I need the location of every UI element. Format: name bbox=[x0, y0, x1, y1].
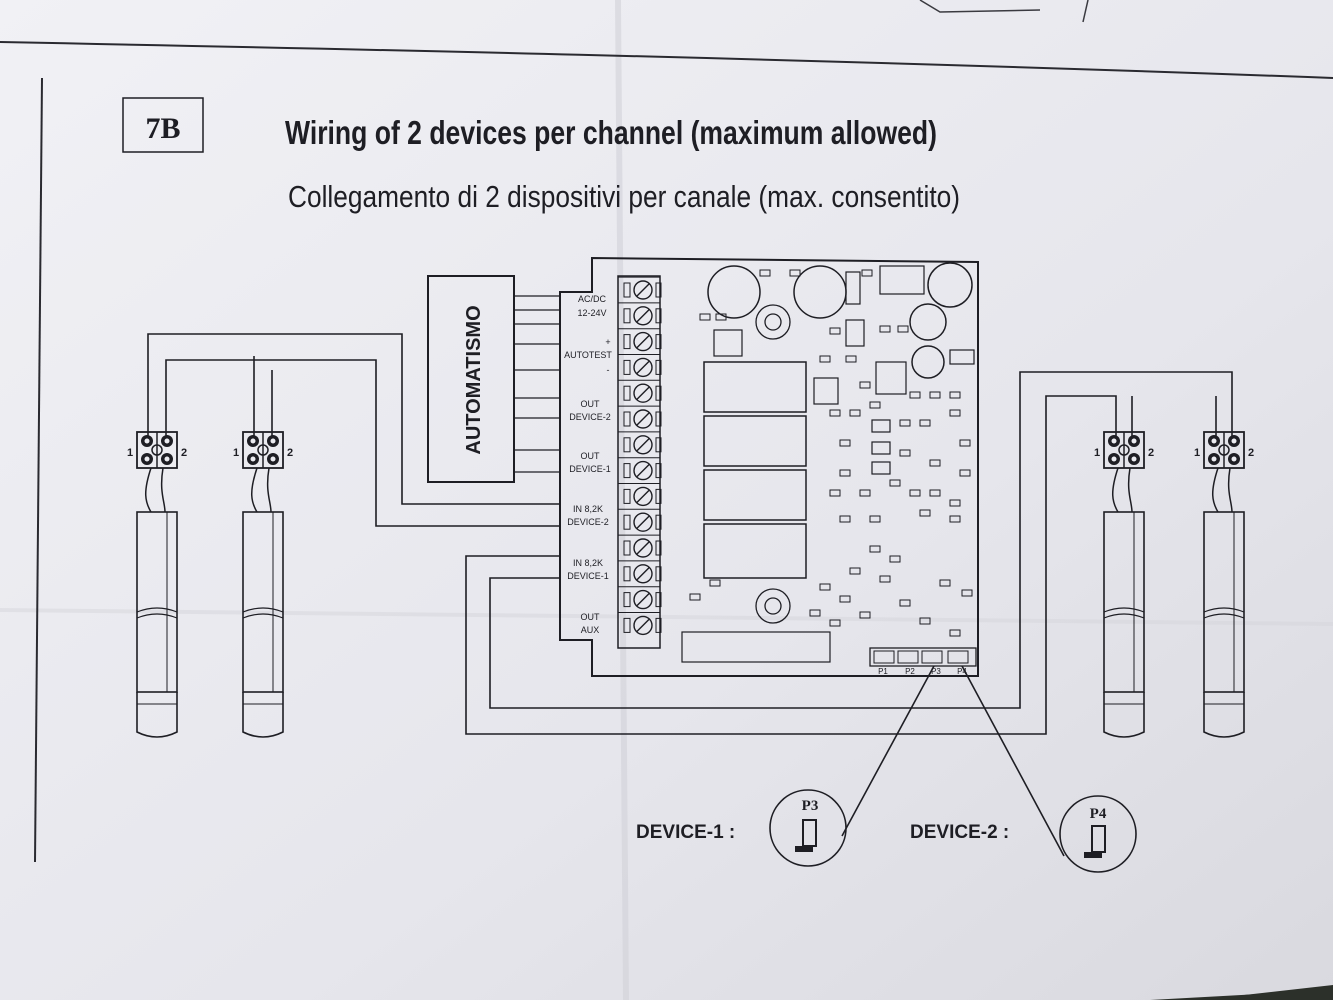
connector-pin-1-label: 1 bbox=[1094, 447, 1100, 459]
device1-jumper-detail: DEVICE-1 : P3 bbox=[636, 789, 847, 867]
safety-edge-strip bbox=[1203, 511, 1245, 738]
connector-pin-1-label: 1 bbox=[1194, 447, 1200, 459]
terminal-screw-icon bbox=[618, 302, 662, 326]
terminal-screw-icon bbox=[618, 379, 662, 403]
svg-text:+: + bbox=[605, 337, 610, 347]
terminal-screw-icon bbox=[618, 276, 662, 300]
terminal-screw-icon bbox=[618, 586, 662, 610]
svg-text:AUX: AUX bbox=[581, 625, 600, 635]
terminal-screw-icon bbox=[618, 483, 662, 507]
relay-bank bbox=[703, 361, 807, 579]
page-border-left bbox=[34, 77, 43, 863]
figure-number-box: 7B bbox=[122, 97, 204, 153]
svg-text:DEVICE-2: DEVICE-2 bbox=[569, 412, 611, 422]
terminal-screw-icon bbox=[618, 328, 662, 352]
jumper-p2-label: P2 bbox=[905, 667, 915, 676]
jumper-strip: P1 P2 P3 P4 bbox=[869, 647, 977, 676]
mounting-holes bbox=[755, 304, 791, 624]
connector-pin-2-label: 2 bbox=[1248, 447, 1254, 459]
connector-pin-2-label: 2 bbox=[1148, 447, 1154, 459]
terminal-block bbox=[617, 275, 662, 649]
svg-text:DEVICE-2: DEVICE-2 bbox=[567, 517, 609, 527]
svg-text:AC/DC: AC/DC bbox=[578, 294, 607, 304]
svg-text:DEVICE-1: DEVICE-1 bbox=[567, 571, 609, 581]
device2-jumper-label: P4 bbox=[1090, 806, 1107, 822]
device2-label: DEVICE-2 : bbox=[910, 822, 1009, 843]
svg-text:OUT: OUT bbox=[581, 399, 601, 409]
terminal-screw-icon bbox=[618, 560, 662, 584]
svg-text:IN 8,2K: IN 8,2K bbox=[573, 504, 603, 514]
connector-pin-2-label: 2 bbox=[287, 447, 293, 459]
safety-edge-strip bbox=[1103, 511, 1145, 738]
title-italian: Collegamento di 2 dispositivi per canale… bbox=[288, 179, 960, 214]
automatismo-label: AUTOMATISMO bbox=[463, 305, 485, 454]
device2-jumper-detail: DEVICE-2 : P4 bbox=[910, 795, 1137, 873]
jumper-p1-label: P1 bbox=[878, 667, 888, 676]
safety-edge-strip bbox=[242, 511, 284, 738]
connector-pin-2-label: 2 bbox=[181, 447, 187, 459]
wiring bbox=[147, 333, 1233, 857]
terminal-screw-icon bbox=[618, 405, 662, 429]
smd-components bbox=[681, 265, 975, 663]
device1-label: DEVICE-1 : bbox=[636, 822, 735, 843]
svg-text:12-24V: 12-24V bbox=[577, 308, 606, 318]
jumper-p3-label: P3 bbox=[931, 667, 941, 676]
svg-text:DEVICE-1: DEVICE-1 bbox=[569, 464, 611, 474]
terminal-screw-icon bbox=[618, 354, 662, 378]
figure-number: 7B bbox=[145, 112, 180, 145]
paper-fold bbox=[615, 0, 629, 1000]
device1-jumper-label: P3 bbox=[802, 798, 819, 814]
terminal-screw-icon bbox=[618, 431, 662, 455]
svg-text:OUT: OUT bbox=[581, 612, 601, 622]
jumper-p4-label: P4 bbox=[957, 667, 967, 676]
title-english: Wiring of 2 devices per channel (maximum… bbox=[285, 114, 937, 151]
svg-text:AUTOTEST: AUTOTEST bbox=[564, 350, 612, 360]
terminal-screw-icon bbox=[618, 612, 662, 636]
connector-pin-1-label: 1 bbox=[127, 447, 133, 459]
terminal-labels: AC/DC 12-24V + AUTOTEST - OUT DEVICE-2 O… bbox=[564, 294, 612, 635]
page-border-top bbox=[0, 41, 1333, 79]
svg-text:-: - bbox=[607, 365, 610, 375]
control-board: AC/DC 12-24V + AUTOTEST - OUT DEVICE-2 O… bbox=[559, 256, 979, 677]
connector-pin-1-label: 1 bbox=[233, 447, 239, 459]
terminal-screw-icon bbox=[618, 534, 662, 558]
svg-text:IN 8,2K: IN 8,2K bbox=[573, 558, 603, 568]
automatismo-box: AUTOMATISMO bbox=[427, 275, 560, 483]
terminal-screw-icon bbox=[618, 508, 662, 532]
terminal-screw-icon bbox=[618, 457, 662, 481]
svg-text:OUT: OUT bbox=[581, 451, 601, 461]
safety-edge-strip bbox=[136, 511, 178, 738]
